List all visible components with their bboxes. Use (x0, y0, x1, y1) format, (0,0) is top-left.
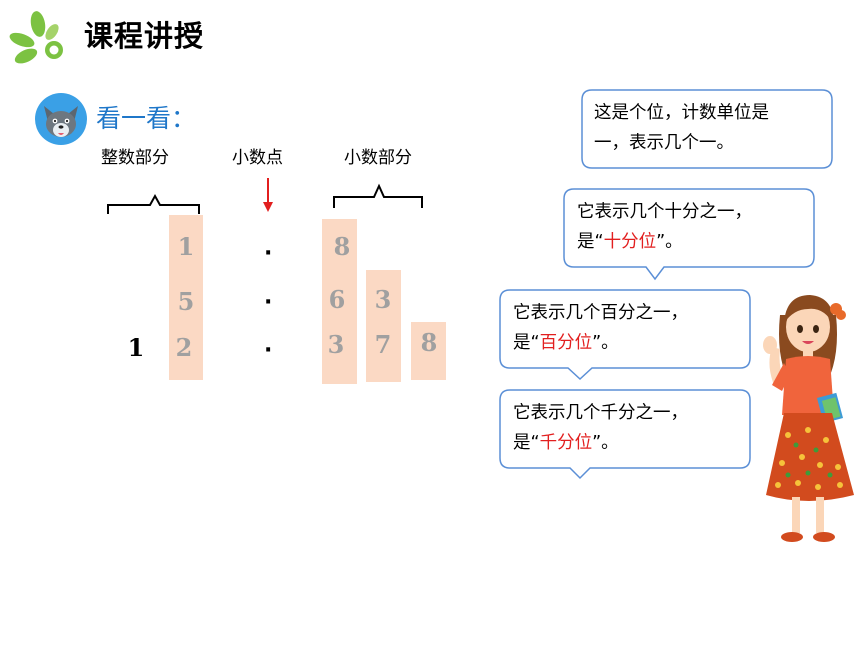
digit: 1 (127, 333, 145, 362)
bubble-line: 一，表示几个一。 (594, 133, 734, 153)
bubble-line: 是“千分位”。 (513, 428, 688, 458)
bubble-1-shape (581, 89, 833, 169)
bubble-1-text: 这是个位，计数单位是 一，表示几个一。 (594, 98, 769, 158)
leaf-logo-icon (9, 11, 63, 64)
thousandths-column (411, 322, 446, 380)
bubble-line: 它表示几个十分之一， (577, 202, 752, 222)
quote-close: ”。 (592, 433, 619, 453)
tenths-column (322, 219, 357, 384)
bubble-line: 这是个位，计数单位是 (594, 103, 769, 123)
wolf-avatar-icon (35, 93, 87, 145)
page-title: 课程讲授 (84, 19, 205, 53)
decimal-point-label: 小数点 (232, 148, 283, 168)
digit: 3 (374, 285, 392, 314)
digit: 1 (177, 232, 195, 261)
decimal-dot: · (264, 338, 273, 363)
integer-brace (107, 193, 200, 214)
decimal-dot: · (264, 241, 273, 266)
ones-column (169, 215, 203, 380)
bubble-4-text: 它表示几个千分之一， 是“千分位”。 (513, 398, 688, 458)
bubble-3-text: 它表示几个百分之一， 是“百分位”。 (513, 298, 688, 358)
quote-open: 是“ (513, 333, 540, 353)
bubble-2-text: 它表示几个十分之一， 是“十分位”。 (577, 197, 752, 257)
bubble-4-shape (499, 389, 751, 480)
bubble-line: 是“十分位”。 (577, 227, 752, 257)
digit: 5 (177, 287, 195, 316)
digit: 7 (374, 330, 392, 359)
bubble-line: 它表示几个千分之一， (513, 403, 688, 423)
hundredths-column (366, 270, 401, 382)
quote-open: 是“ (513, 433, 540, 453)
look-heading: 看一看： (96, 104, 197, 133)
digit: 2 (175, 333, 193, 362)
quote-open: 是“ (577, 232, 604, 252)
decimal-dot: · (264, 290, 273, 315)
integer-part-label: 整数部分 (101, 148, 169, 168)
bubble-line: 是“百分位”。 (513, 328, 688, 358)
quote-close: ”。 (592, 333, 619, 353)
digit: 8 (333, 232, 351, 261)
girl-illustration (763, 295, 854, 542)
place-name-highlight: 千分位 (539, 433, 593, 453)
bubble-line: 它表示几个百分之一， (513, 303, 688, 323)
digit: 8 (420, 328, 438, 357)
digit: 3 (327, 330, 345, 359)
place-name-highlight: 百分位 (539, 333, 593, 353)
digit: 6 (328, 285, 346, 314)
decimal-brace (333, 183, 423, 208)
place-name-highlight: 十分位 (603, 232, 657, 252)
decimal-part-label: 小数部分 (344, 148, 412, 168)
bubble-2-shape (563, 188, 815, 281)
quote-close: ”。 (656, 232, 683, 252)
bubble-3-shape (499, 289, 751, 381)
